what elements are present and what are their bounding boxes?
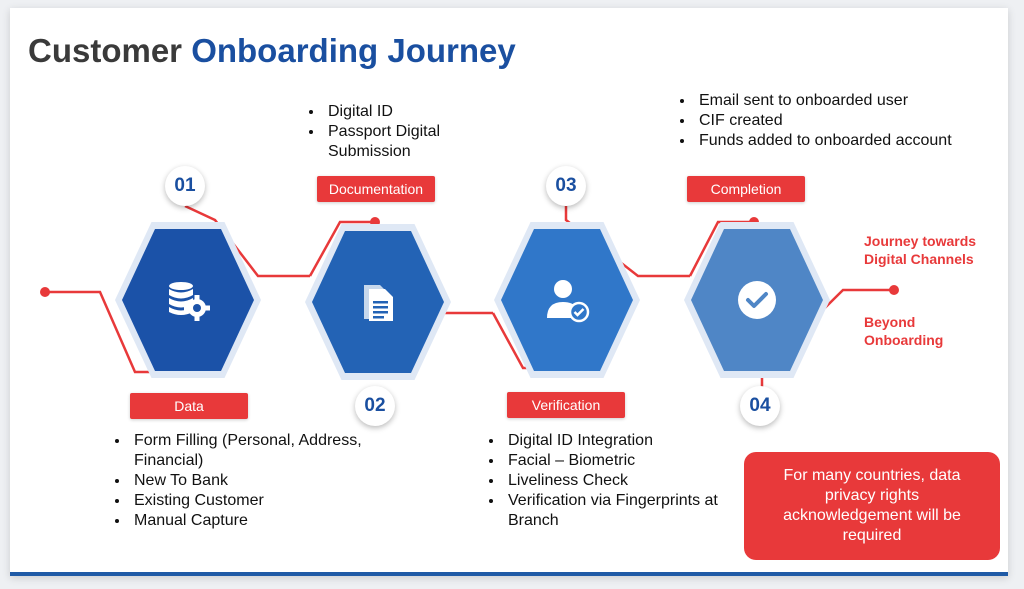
step-number-2: 02 bbox=[355, 386, 395, 426]
bullets-documentation: Digital ID Passport Digital Submission bbox=[302, 102, 504, 162]
bullets-completion: Email sent to onboarded user CIF created… bbox=[673, 91, 965, 151]
dot-left bbox=[40, 287, 50, 297]
list-item: Passport Digital Submission bbox=[324, 122, 504, 162]
user-verified-icon bbox=[547, 280, 590, 323]
bullets-verification: Digital ID Integration Facial – Biometri… bbox=[482, 431, 724, 531]
list-item: Digital ID bbox=[324, 102, 504, 122]
slide: Customer Onboarding Journey bbox=[10, 8, 1008, 576]
connector-doc bbox=[308, 220, 375, 277]
dot-right bbox=[889, 285, 899, 295]
list-item: Facial – Biometric bbox=[504, 451, 724, 471]
list-item: New To Bank bbox=[130, 471, 370, 491]
bullets-data: Form Filling (Personal, Address, Financi… bbox=[108, 431, 370, 531]
list-item: Verification via Fingerprints at Branch bbox=[504, 491, 724, 531]
document-icon bbox=[364, 285, 393, 321]
checkmark-circle-icon bbox=[738, 281, 776, 319]
beyond-onboarding-label: Beyond Onboarding bbox=[864, 314, 944, 348]
step-number-1: 01 bbox=[165, 166, 205, 206]
list-item: CIF created bbox=[695, 111, 965, 131]
step-number-4: 04 bbox=[740, 386, 780, 426]
tag-completion: Completion bbox=[687, 176, 805, 202]
privacy-note: For many countries, data privacy rights … bbox=[744, 452, 1000, 560]
title-part-2: Onboarding Journey bbox=[191, 32, 516, 69]
bottom-accent-bar bbox=[10, 572, 1008, 576]
step-number-3: 03 bbox=[546, 166, 586, 206]
tag-verification: Verification bbox=[507, 392, 625, 418]
list-item: Email sent to onboarded user bbox=[695, 91, 965, 111]
page-title: Customer Onboarding Journey bbox=[28, 32, 516, 70]
list-item: Funds added to onboarded account bbox=[695, 131, 965, 151]
list-item: Form Filling (Personal, Address, Financi… bbox=[130, 431, 370, 471]
title-part-1: Customer bbox=[28, 32, 183, 69]
list-item: Manual Capture bbox=[130, 511, 370, 531]
list-item: Liveliness Check bbox=[504, 471, 724, 491]
tag-data: Data bbox=[130, 393, 248, 419]
journey-label: Journey towards Digital Channels bbox=[864, 233, 977, 267]
list-item: Digital ID Integration bbox=[504, 431, 724, 451]
list-item: Existing Customer bbox=[130, 491, 370, 511]
database-gear-icon bbox=[169, 282, 210, 321]
tag-documentation: Documentation bbox=[317, 176, 435, 202]
